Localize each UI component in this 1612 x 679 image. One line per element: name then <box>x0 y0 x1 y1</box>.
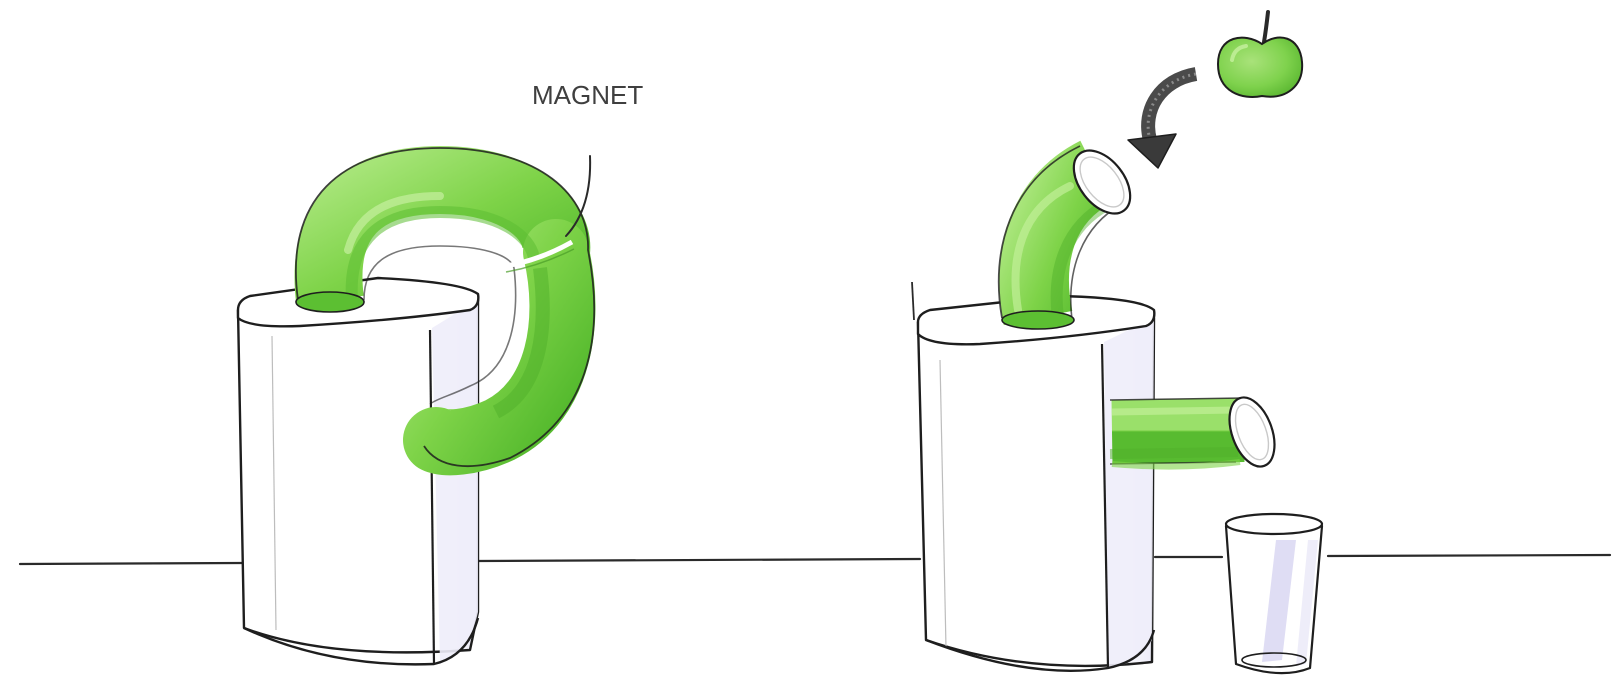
apple-icon <box>1218 12 1302 97</box>
curved-arrow-icon <box>1128 74 1196 168</box>
spout-tube <box>1110 391 1283 472</box>
magnet-label: MAGNET <box>532 80 643 111</box>
open-juicer-unit <box>912 282 1154 671</box>
drinking-glass <box>1226 514 1322 673</box>
